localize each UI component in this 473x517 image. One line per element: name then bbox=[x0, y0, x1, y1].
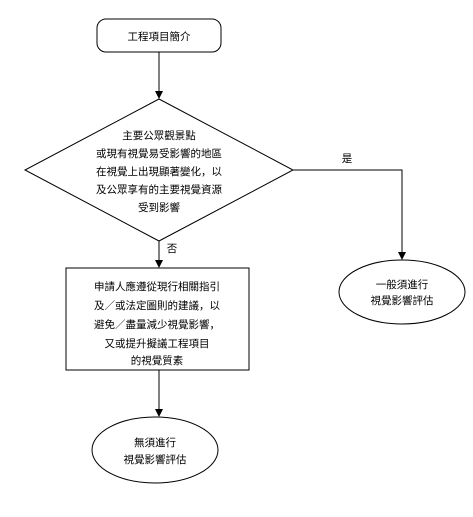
yes-outcome-line-1: 一般須進行 bbox=[376, 278, 429, 291]
no-outcome-line-2: 視覺影響評估 bbox=[124, 453, 187, 466]
yes-outcome-node: 一般須進行 視覺影響評估 bbox=[338, 259, 466, 325]
connector-start-to-decision bbox=[155, 52, 163, 99]
decision-text-line-3: 在視覺上出現顯著變化，以 bbox=[96, 165, 222, 178]
process-text-line-5: 的視覺質素 bbox=[131, 354, 184, 367]
decision-node: 主要公眾觀景點 或現有視覺易受影響的地區 在視覺上出現顯著變化，以 及公眾享有的… bbox=[23, 98, 295, 242]
connector-no-branch bbox=[155, 241, 163, 268]
decision-text-line-2: 或現有視覺易受影響的地區 bbox=[96, 147, 222, 160]
decision-text-line-5: 受到影響 bbox=[138, 201, 180, 214]
process-text-line-2: 及／或法定圖則的建議，以 bbox=[94, 299, 220, 312]
connector-yes-branch bbox=[293, 169, 406, 260]
no-outcome-line-1: 無須進行 bbox=[134, 436, 176, 449]
no-label: 否 bbox=[167, 243, 178, 255]
yes-label: 是 bbox=[342, 153, 353, 165]
process-text-line-1: 申請人應遵從現行相關指引 bbox=[94, 280, 220, 293]
applicant-process-node: 申請人應遵從現行相關指引 及／或法定圖則的建議，以 避免／盡量減少視覺影響， 又… bbox=[65, 267, 250, 371]
decision-text-line-4: 及公眾享有的主要視覺資源 bbox=[96, 183, 222, 196]
yes-outcome-line-2: 視覺影響評估 bbox=[371, 294, 434, 307]
no-outcome-node: 無須進行 視覺影響評估 bbox=[91, 416, 219, 484]
decision-text-line-1: 主要公眾觀景點 bbox=[122, 129, 196, 142]
start-node-label: 工程項目簡介 bbox=[128, 30, 191, 43]
process-text-line-3: 避免／盡量減少視覺影響， bbox=[94, 318, 220, 331]
start-node: 工程項目簡介 bbox=[96, 18, 222, 53]
connector-process-to-no-outcome bbox=[155, 370, 163, 417]
process-text-line-4: 又或提升擬議工程項目 bbox=[105, 337, 210, 350]
